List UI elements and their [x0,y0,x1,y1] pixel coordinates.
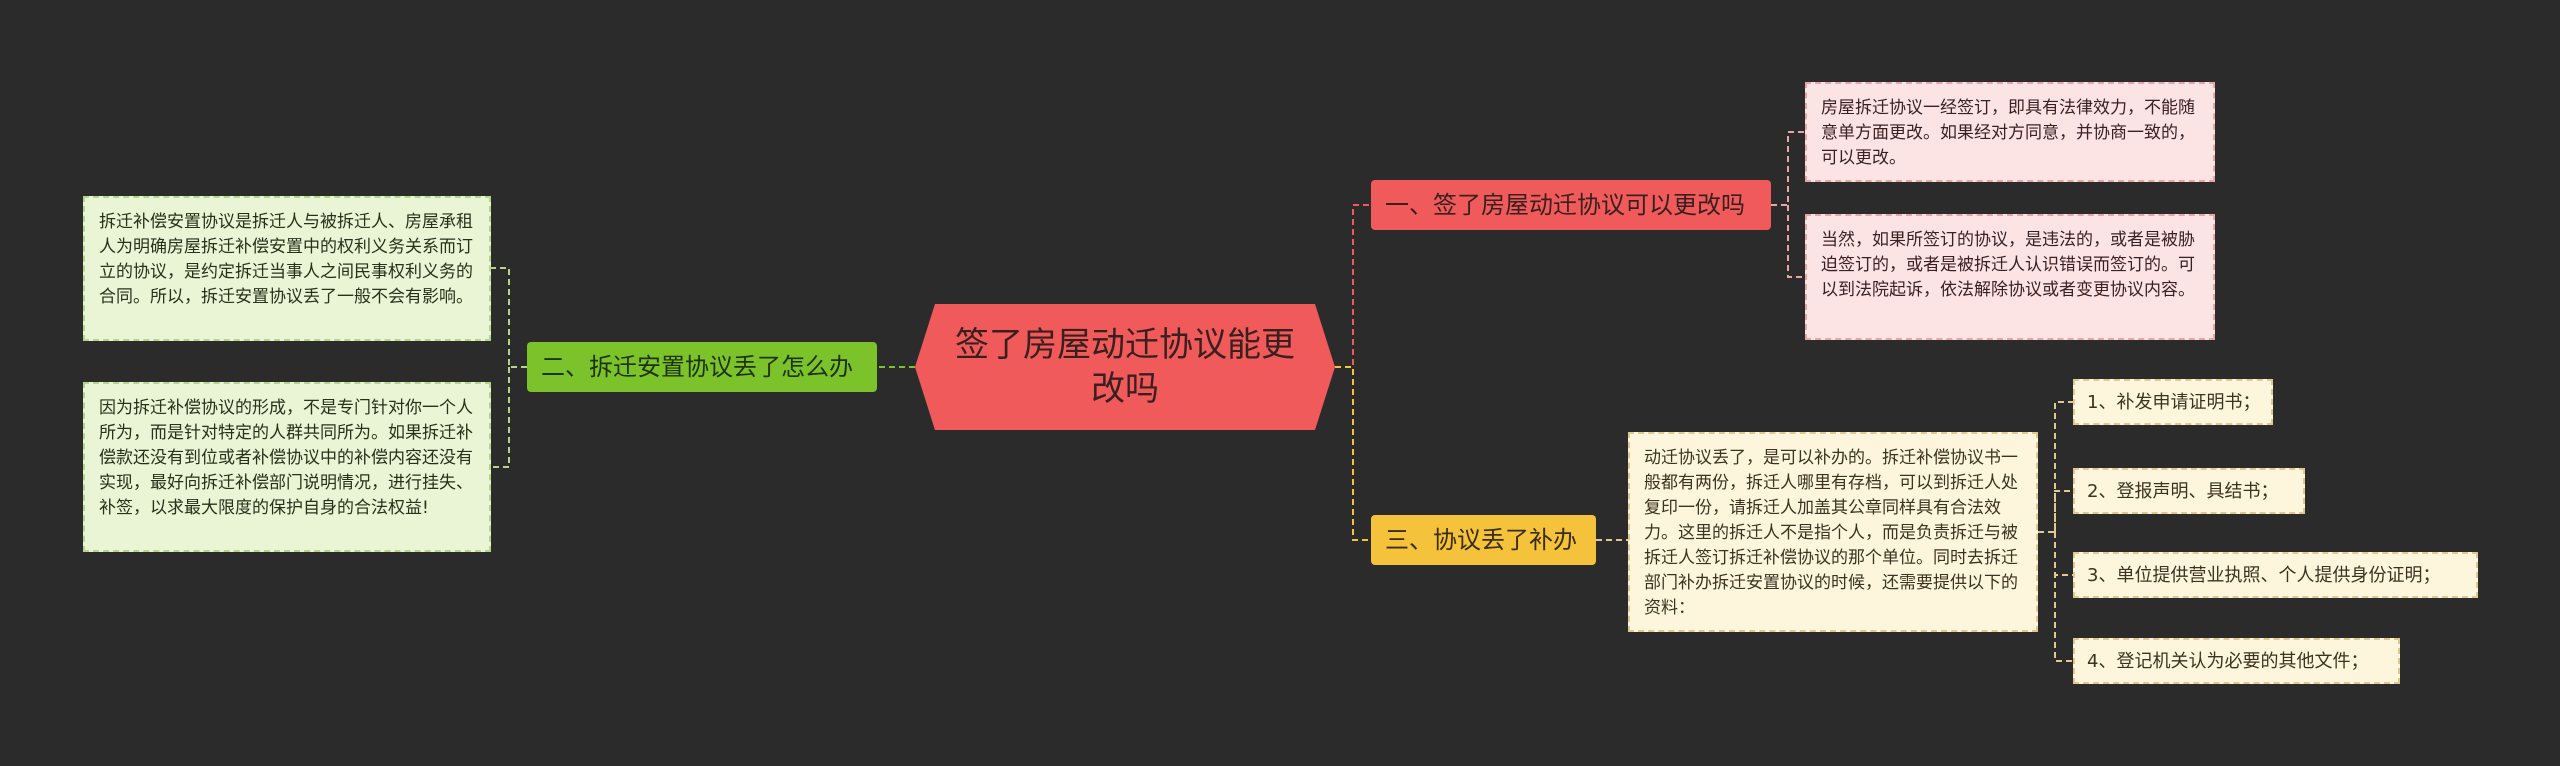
requirement-item-1[interactable]: 1、补发申请证明书； [2073,379,2273,425]
connector-branch2-leaves [491,267,527,468]
leaf-text: 房屋拆迁协议一经签订，即具有法律效力，不能随意单方面更改。如果经对方同意，并协商… [1821,98,2195,168]
requirement-item-label: 4、登记机关认为必要的其他文件； [2087,651,2369,672]
branch-topic-3[interactable]: 三、协议丢了补办 [1371,515,1596,565]
branch-topic-2-label: 二、拆迁安置协议丢了怎么办 [541,353,853,381]
leaf-branch2-detail-2[interactable]: 因为拆迁补偿协议的形成，不是专门针对你一个人所为，而是针对特定的人群共同所为。如… [83,382,491,552]
requirement-item-2[interactable]: 2、登报声明、具结书； [2073,468,2305,514]
connector-detail-items [2038,401,2073,662]
leaf-branch2-detail-1[interactable]: 拆迁补偿安置协议是拆迁人与被拆迁人、房屋承租人为明确房屋拆迁补偿安置中的权利义务… [83,196,491,341]
leaf-text: 当然，如果所签订的协议，是违法的，或者是被胁迫签订的，或者是被拆迁人认识错误而签… [1821,230,2195,300]
requirement-item-label: 3、单位提供营业执照、个人提供身份证明； [2087,565,2441,586]
leaf-text: 因为拆迁补偿协议的形成，不是专门针对你一个人所为，而是针对特定的人群共同所为。如… [99,398,473,518]
branch-topic-2[interactable]: 二、拆迁安置协议丢了怎么办 [527,342,877,392]
connector-root-branch1 [1335,204,1371,368]
leaf-text: 动迁协议丢了，是可以补办的。拆迁补偿协议书一般都有两份，拆迁人哪里有存档，可以到… [1644,448,2018,618]
requirement-item-4[interactable]: 4、登记机关认为必要的其他文件； [2073,638,2400,684]
connector-root-branch3 [1335,366,1371,541]
leaf-branch3-detail[interactable]: 动迁协议丢了，是可以补办的。拆迁补偿协议书一般都有两份，拆迁人哪里有存档，可以到… [1628,432,2038,632]
branch-topic-1[interactable]: 一、签了房屋动迁协议可以更改吗 [1371,180,1771,230]
branch-topic-1-label: 一、签了房屋动迁协议可以更改吗 [1385,191,1745,219]
root-topic[interactable]: 签了房屋动迁协议能更改吗 [915,304,1335,430]
leaf-branch1-detail-2[interactable]: 当然，如果所签订的协议，是违法的，或者是被胁迫签订的，或者是被拆迁人认识错误而签… [1805,214,2215,340]
connector-branch1-leaves [1771,131,1805,278]
requirement-item-label: 2、登报声明、具结书； [2087,481,2279,502]
requirement-item-label: 1、补发申请证明书； [2087,392,2261,413]
leaf-text: 拆迁补偿安置协议是拆迁人与被拆迁人、房屋承租人为明确房屋拆迁补偿安置中的权利义务… [99,212,473,307]
root-topic-label: 签了房屋动迁协议能更改吗 [955,325,1295,409]
branch-topic-3-label: 三、协议丢了补办 [1385,526,1577,554]
requirement-item-3[interactable]: 3、单位提供营业执照、个人提供身份证明； [2073,552,2478,598]
leaf-branch1-detail-1[interactable]: 房屋拆迁协议一经签订，即具有法律效力，不能随意单方面更改。如果经对方同意，并协商… [1805,82,2215,182]
